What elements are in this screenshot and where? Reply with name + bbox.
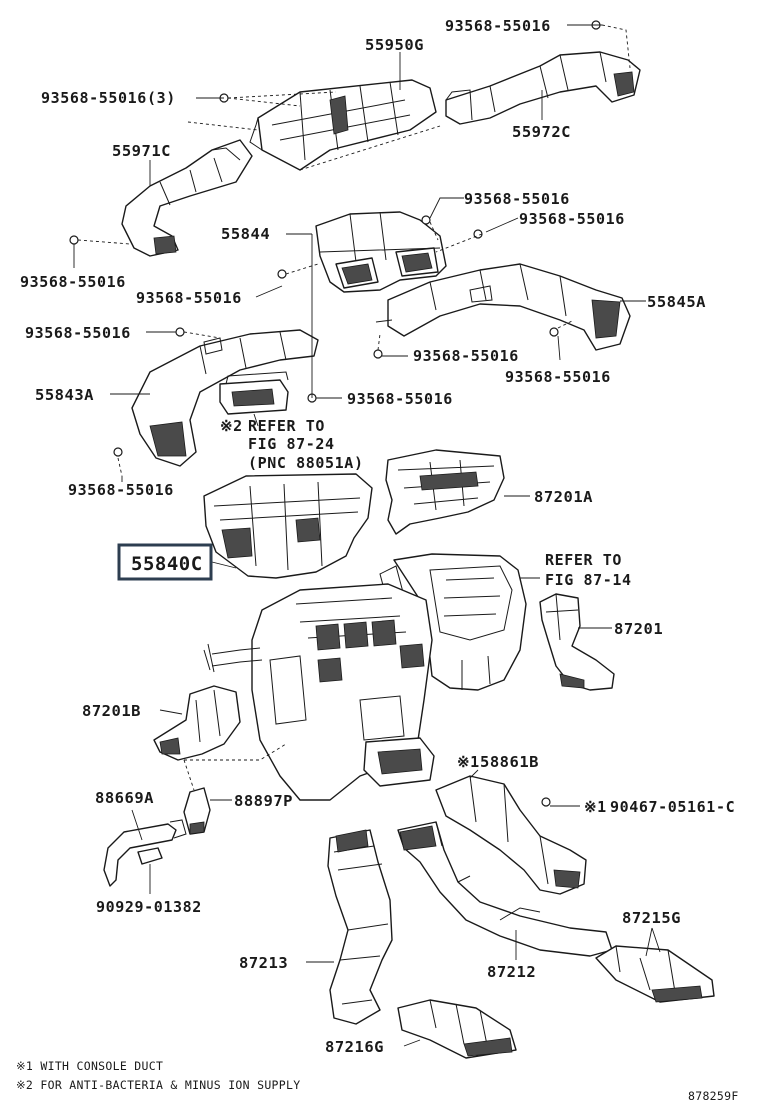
label-93568-55016-b: 93568-55016	[464, 190, 570, 208]
label-58861B: 58861B	[480, 753, 539, 771]
label-87215G: 87215G	[622, 909, 681, 927]
footnote-2: ※2 FOR ANTI-BACTERIA & MINUS ION SUPPLY	[16, 1078, 300, 1092]
label-55844: 55844	[221, 225, 270, 243]
part-87216G	[397, 999, 517, 1059]
part-58861B	[435, 775, 587, 895]
label-55843A: 55843A	[35, 386, 94, 404]
refer-mark-2: ※2	[220, 417, 243, 435]
label-87216G: 87216G	[325, 1038, 384, 1056]
label-88669A: 88669A	[95, 789, 154, 807]
bolt-icon	[175, 327, 185, 337]
part-55972C	[445, 51, 641, 125]
part-88897P	[183, 787, 211, 835]
bolt-icons	[69, 20, 601, 807]
label-55971C: 55971C	[112, 142, 171, 160]
part-87201A	[385, 449, 505, 535]
label-93568-55016-c: 93568-55016	[519, 210, 625, 228]
refer-2-line-2: FIG 87-14	[545, 571, 632, 589]
label-90467-05161: 90467-05161-C	[610, 798, 735, 816]
refer-2-line-1: REFER TO	[545, 551, 622, 569]
part-55950G	[249, 79, 437, 171]
part-55845A	[375, 263, 631, 351]
label-55972C: 55972C	[512, 123, 571, 141]
part-87201	[539, 593, 615, 691]
bolt-icon	[373, 349, 383, 359]
part-55844	[315, 211, 447, 293]
part-87213	[327, 829, 393, 1025]
label-93568-55016-h: 93568-55016	[347, 390, 453, 408]
footnote-1: ※1 WITH CONSOLE DUCT	[16, 1059, 163, 1073]
part-88669A	[103, 819, 187, 887]
leader-lines	[73, 24, 661, 1047]
bolt-icon	[277, 269, 287, 279]
bolt-icon	[421, 215, 431, 225]
label-93568-55016-g: 93568-55016	[505, 368, 611, 386]
label-87201B: 87201B	[82, 702, 141, 720]
part-90929-01382	[137, 847, 163, 865]
part-heater-unit	[203, 553, 527, 801]
part-87201B	[153, 685, 241, 761]
label-88897P: 88897P	[234, 792, 293, 810]
part-55843A	[131, 329, 319, 467]
bolt-icon	[113, 447, 123, 457]
label-93568-55016-i: 93568-55016	[68, 481, 174, 499]
label-55845A: 55845A	[647, 293, 706, 311]
label-87212: 87212	[487, 963, 536, 981]
part-ion-generator	[219, 371, 289, 415]
label-55840C: 55840C	[131, 553, 203, 575]
part-87215G	[595, 945, 715, 1003]
highlight-box	[117, 543, 213, 581]
part-55840C	[203, 473, 373, 579]
label-93568-55016-top-right: 93568-55016	[445, 17, 551, 35]
label-93568-55016-a: 93568-55016	[20, 273, 126, 291]
bolt-icon	[549, 327, 559, 337]
refer-1-line-1: REFER TO	[248, 417, 325, 435]
mark-58861B: ※1	[457, 753, 480, 771]
mark-90467: ※1	[584, 798, 607, 816]
figure-id: 878259F	[688, 1089, 739, 1103]
bolt-icon	[69, 235, 79, 245]
label-93568-55016-d: 93568-55016	[136, 289, 242, 307]
part-55971C	[121, 139, 253, 257]
label-87213: 87213	[239, 954, 288, 972]
label-90929-01382: 90929-01382	[96, 898, 202, 916]
label-93568-55016-f: 93568-55016	[413, 347, 519, 365]
refer-1-line-3: (PNC 88051A)	[248, 454, 364, 472]
bolt-icon	[541, 797, 551, 807]
label-87201A: 87201A	[534, 488, 593, 506]
label-93568-55016-3: 93568-55016(3)	[41, 89, 176, 107]
label-87201: 87201	[614, 620, 663, 638]
label-55950G: 55950G	[365, 36, 424, 54]
refer-1-line-2: FIG 87-24	[248, 435, 335, 453]
label-93568-55016-e: 93568-55016	[25, 324, 131, 342]
